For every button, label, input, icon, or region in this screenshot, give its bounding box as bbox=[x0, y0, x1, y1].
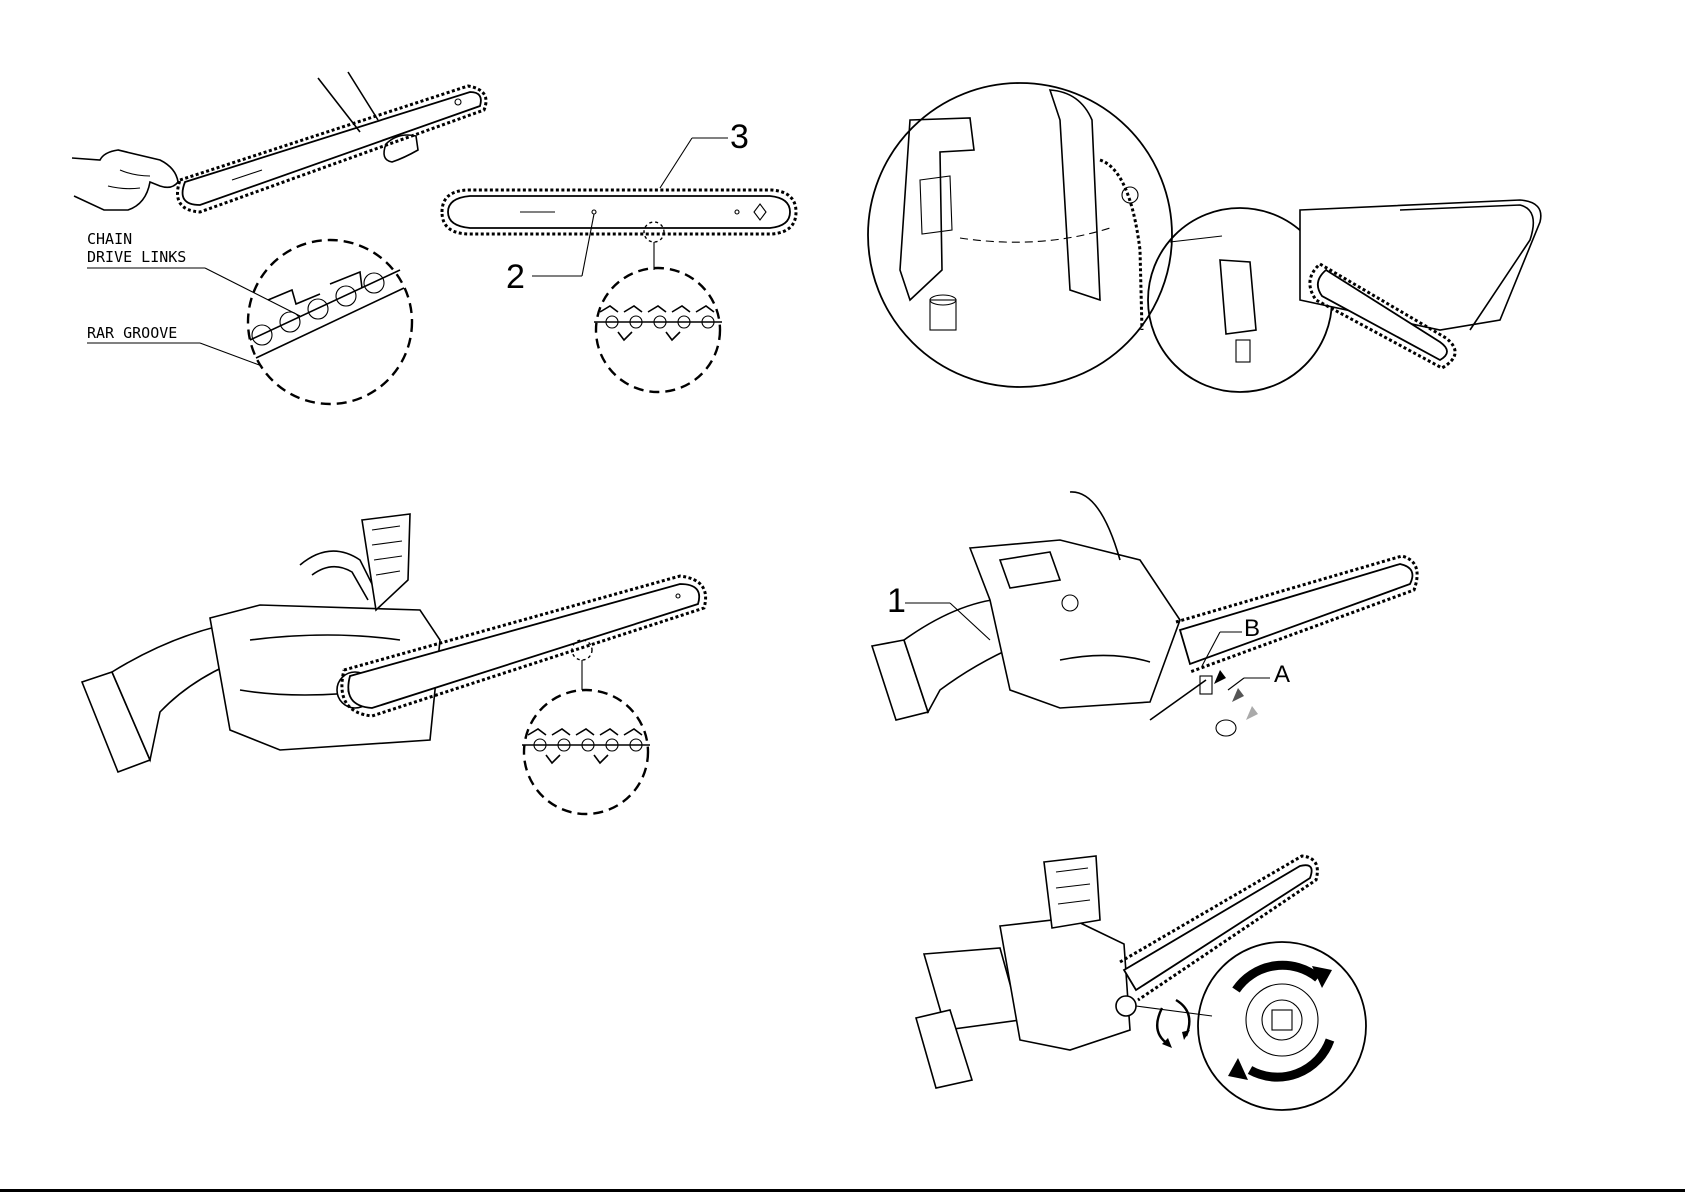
chainsaw-icon bbox=[1148, 200, 1541, 392]
bar-groove-label: RAR GROOVE bbox=[87, 324, 177, 342]
chain-detail-icon bbox=[522, 690, 650, 814]
chainsaw-icon bbox=[82, 514, 706, 772]
chainsaw-icon bbox=[872, 492, 1417, 736]
chain-drive-links-label-1: CHAIN bbox=[87, 230, 132, 248]
chain-detail-icon bbox=[594, 268, 722, 392]
rotate-arrows-icon bbox=[1157, 1000, 1190, 1048]
tension-knob-icon bbox=[1198, 942, 1366, 1110]
panel-chain-on-bar: CHAIN DRIVE LINKS RAR GROOVE bbox=[72, 72, 486, 404]
callout-1: 1 bbox=[887, 582, 906, 620]
chain-drive-links-label-2: DRIVE LINKS bbox=[87, 248, 186, 266]
callout-a: A bbox=[1274, 661, 1290, 688]
chain-detail-icon bbox=[248, 240, 412, 404]
guide-bar-icon: 3 2 bbox=[442, 118, 796, 296]
guide-bar-diagonal bbox=[178, 86, 487, 212]
callout-2: 2 bbox=[506, 258, 525, 296]
callout-3: 3 bbox=[730, 118, 749, 156]
panel-side-cover bbox=[868, 83, 1222, 387]
hand-icon bbox=[72, 150, 178, 210]
callout-b: B bbox=[1244, 615, 1260, 642]
